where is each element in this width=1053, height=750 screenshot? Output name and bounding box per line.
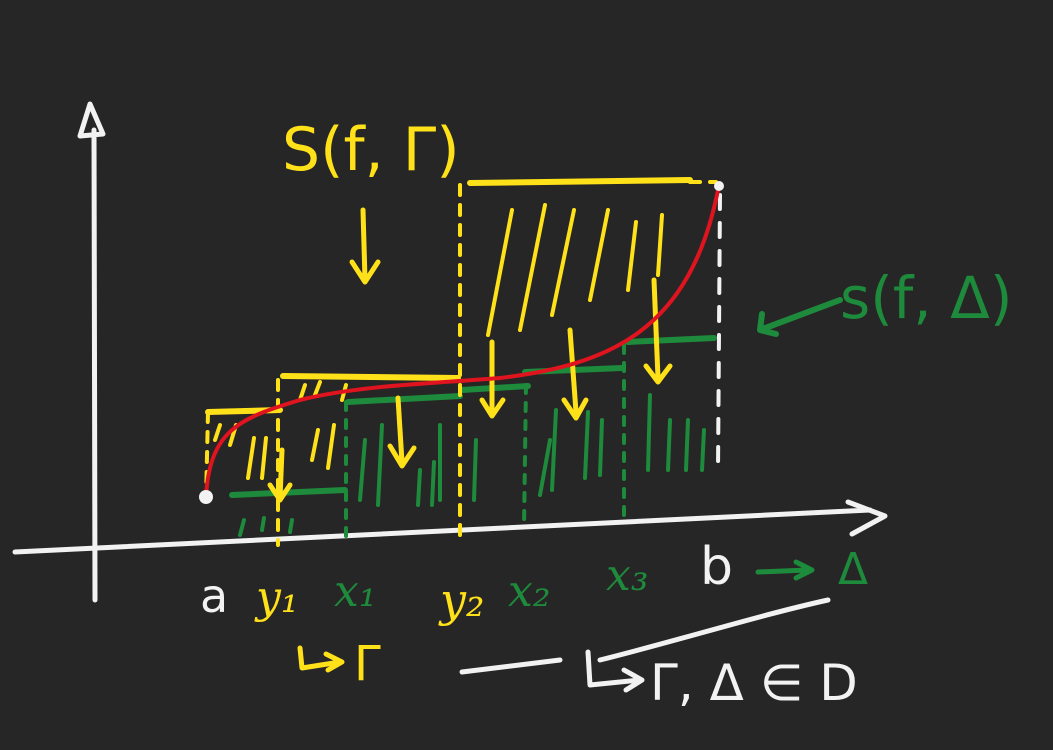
curve-start-point: [199, 490, 213, 504]
label-x2: x₂: [508, 566, 550, 617]
upper-sum-steps: [205, 177, 693, 415]
lower-sum-label: s(f, Δ): [840, 264, 1012, 332]
label-y1: y₁: [254, 572, 299, 623]
upper-sum-label: S(f, Γ): [282, 115, 460, 185]
label-gamma: Γ: [354, 636, 381, 692]
conclusion-arrow-hook: [585, 649, 645, 693]
main-down-arrow: [349, 207, 381, 285]
label-x3: x₃: [606, 550, 648, 601]
lower-step-2: [345, 393, 463, 405]
label-a: a: [200, 569, 228, 623]
lower-step-5: [625, 335, 717, 345]
lower-step-3: [459, 383, 531, 393]
curve-end-point: [714, 181, 724, 191]
label-b: b: [700, 537, 733, 597]
lower-sum-arrow: [757, 297, 843, 337]
gamma-arrow-hook: [297, 645, 345, 673]
y-axis: [77, 101, 106, 603]
axes: [12, 101, 888, 603]
upper-sum-hatching: [213, 203, 664, 480]
down-arrows: [267, 207, 673, 503]
function-curve: [204, 188, 720, 498]
lower-step-1: [229, 487, 348, 498]
conclusion-label: Γ, Δ ∈ D: [650, 654, 858, 712]
label-y2: y₂: [438, 573, 484, 627]
label-x1: x₁: [334, 566, 376, 617]
lower-sum-hatching: [238, 393, 706, 537]
lower-sum-dividers: [344, 343, 626, 547]
x-axis: [12, 499, 888, 555]
white-connector: [459, 657, 563, 675]
b-to-delta-arrow: [755, 559, 815, 581]
right-boundary: [716, 193, 722, 472]
upper-step-3: [467, 177, 693, 186]
bottom-arrows: [297, 559, 831, 693]
brace-line: [597, 597, 831, 663]
upper-step-2: [280, 373, 461, 381]
label-delta: Δ: [838, 544, 868, 595]
lower-sum-steps: [229, 335, 717, 498]
